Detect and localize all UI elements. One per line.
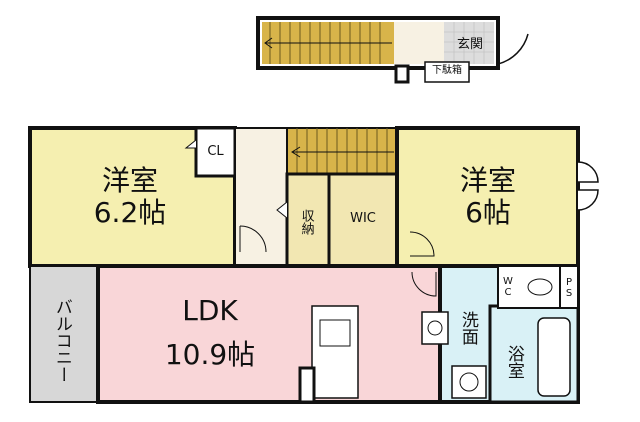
washroom-label: 洗面: [457, 311, 478, 345]
ldk-size: 10.9帖: [164, 338, 256, 371]
storage: [285, 172, 331, 268]
entrance-hall: [394, 22, 444, 64]
right-room-door: [409, 231, 435, 257]
entrance-door: [497, 22, 529, 65]
kitchen-sink: [319, 319, 351, 347]
ldk-name: LDK: [182, 294, 238, 327]
wash-basin-bowl: [427, 320, 443, 336]
fridge-space: [298, 366, 316, 404]
balcony: [29, 265, 99, 403]
pipe-space: [559, 265, 579, 309]
right-window-upper: [577, 161, 599, 183]
entrance-label: 玄関: [456, 37, 483, 52]
main-stair-treads: [296, 128, 388, 174]
left-room-door: [239, 225, 267, 253]
western-left-name: 洋室: [101, 164, 158, 197]
toilet-label: WC: [502, 276, 514, 298]
washing-machine: [451, 365, 487, 399]
washroom-door: [411, 271, 437, 297]
storage-label: 収納: [298, 209, 314, 235]
entrance-block: [256, 16, 529, 84]
shoe-box-label: 下駄箱: [432, 65, 462, 76]
main-stairs: [286, 127, 398, 175]
washing-machine-drum: [459, 372, 479, 392]
western-right-name: 洋室: [459, 164, 516, 197]
entrance-tiles: [444, 22, 494, 64]
wash-basin: [421, 311, 449, 345]
bath-label: 浴室: [503, 345, 524, 379]
right-window-lower: [577, 189, 599, 211]
entrance-step: [394, 64, 410, 84]
ldk: [96, 264, 442, 404]
shoe-box: [424, 61, 470, 83]
balcony-label: バルコニー: [51, 297, 72, 383]
entrance-floor: [444, 22, 494, 64]
western-room-right: [395, 126, 580, 268]
pipe-space-label: PS: [563, 277, 575, 299]
toilet-bowl: [527, 278, 553, 296]
western-right-size: 6帖: [465, 196, 511, 229]
western-left-size: 6.2帖: [93, 196, 167, 229]
walk-in-closet: [327, 172, 399, 268]
bathtub: [537, 317, 571, 397]
corridor: [234, 127, 288, 267]
closet-label: CL: [207, 144, 224, 159]
wic-label: WIC: [350, 211, 376, 226]
closet-door-mark: [184, 139, 197, 149]
